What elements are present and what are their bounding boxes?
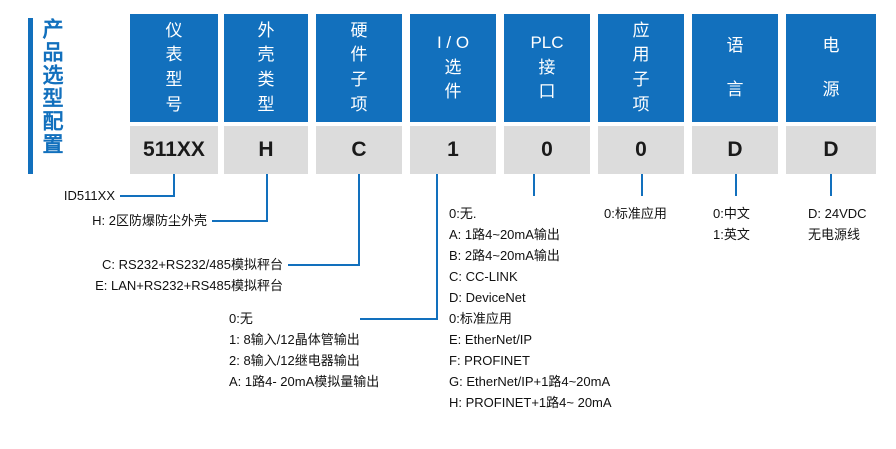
note-io-option: 0:无 1: 8输入/12晶体管输出 2: 8输入/12继电器输出 A: 1路4… bbox=[229, 308, 379, 392]
note-plc: 0:无. A: 1路4~20mA输出 B: 2路4~20mA输出 C: CC-L… bbox=[449, 203, 612, 413]
column-header-io-option: I / O 选 件 bbox=[410, 14, 496, 122]
leader-line-hardware-vertical bbox=[358, 174, 360, 266]
column-io-option: I / O 选 件 1 bbox=[410, 14, 496, 174]
title-accent-bar bbox=[28, 18, 33, 174]
note-line: 0:中文 bbox=[713, 206, 750, 221]
leader-line-model-vertical bbox=[173, 174, 175, 197]
header-char: 类 bbox=[257, 70, 275, 89]
note-line: H: PROFINET+1路4~ 20mA bbox=[449, 395, 612, 411]
note-hardware: C: RS232+RS232/485模拟秤台 E: LAN+RS232+RS48… bbox=[0, 254, 283, 296]
column-code-power: D bbox=[786, 126, 876, 174]
header-char: 件 bbox=[444, 82, 462, 102]
column-code-io-option: 1 bbox=[410, 126, 496, 174]
column-header-application: 应 用 子 项 bbox=[598, 14, 684, 122]
column-code-hardware: C bbox=[316, 126, 402, 174]
column-enclosure: 外 壳 类 型 H bbox=[224, 14, 308, 174]
column-code-language: D bbox=[692, 126, 778, 174]
header-char: 子 bbox=[350, 70, 368, 89]
header-char: 件 bbox=[350, 45, 368, 65]
note-line: F: PROFINET bbox=[449, 353, 530, 369]
column-code-application: 0 bbox=[598, 126, 684, 174]
column-header-hardware: 硬 件 子 项 bbox=[316, 14, 402, 122]
note-line: 2: 8输入/12继电器输出 bbox=[229, 353, 360, 369]
column-header-model: 仪 表 型 号 bbox=[130, 14, 218, 122]
header-char: 项 bbox=[350, 94, 368, 114]
leader-line-power-vertical bbox=[830, 174, 832, 196]
column-application: 应 用 子 项 0 bbox=[598, 14, 684, 174]
note-line: C: CC-LINK bbox=[449, 269, 518, 285]
header-char: 硬 bbox=[350, 20, 368, 40]
header-char: 用 bbox=[632, 45, 650, 65]
note-line: A: 1路4- 20mA模拟量输出 bbox=[229, 374, 380, 390]
column-plc: PLC 接 口 0 bbox=[504, 14, 590, 174]
header-char: 型 bbox=[257, 94, 275, 114]
note-line: 无电源线 bbox=[808, 227, 861, 243]
header-char: I / O bbox=[436, 33, 470, 53]
column-model: 仪 表 型 号 511XX bbox=[130, 14, 218, 174]
note-line: C: RS232+RS232/485模拟秤台 bbox=[101, 257, 283, 272]
leader-line-model-horizontal bbox=[120, 195, 175, 197]
header-char: 外 bbox=[257, 20, 275, 40]
note-line: A: 1路4~20mA输出 bbox=[449, 227, 560, 243]
header-char: 子 bbox=[632, 70, 650, 89]
header-char: 口 bbox=[538, 82, 556, 102]
column-header-plc: PLC 接 口 bbox=[504, 14, 590, 122]
leader-line-application-vertical bbox=[641, 174, 643, 196]
note-line: 1: 8输入/12晶体管输出 bbox=[229, 332, 360, 348]
column-code-plc: 0 bbox=[504, 126, 590, 174]
header-char: 电 bbox=[822, 35, 840, 55]
header-char: 接 bbox=[538, 57, 556, 77]
header-char: 项 bbox=[632, 94, 650, 114]
header-char: PLC bbox=[530, 33, 564, 53]
note-enclosure: H: 2区防爆防尘外壳 bbox=[0, 210, 207, 231]
note-line: 0:无 bbox=[229, 311, 253, 326]
note-line: D: 24VDC bbox=[808, 206, 867, 221]
note-line: B: 2路4~20mA输出 bbox=[449, 248, 560, 264]
note-line: 1:英文 bbox=[713, 227, 750, 243]
note-language: 0:中文 1:英文 bbox=[713, 203, 750, 245]
page-title: 产品选型配置 bbox=[28, 18, 63, 174]
column-power: 电 源 D bbox=[786, 14, 876, 174]
note-line: E: EtherNet/IP bbox=[449, 332, 533, 348]
column-header-language: 语 言 bbox=[692, 14, 778, 122]
note-line: H: 2区防爆防尘外壳 bbox=[92, 213, 207, 228]
note-line: 0:无. bbox=[449, 206, 477, 221]
header-char: 型 bbox=[165, 70, 183, 89]
title-label: 产品选型配置 bbox=[40, 18, 63, 156]
header-char: 言 bbox=[726, 80, 744, 99]
note-power: D: 24VDC 无电源线 bbox=[808, 203, 867, 245]
column-language: 语 言 D bbox=[692, 14, 778, 174]
leader-line-hardware-horizontal bbox=[288, 264, 360, 266]
header-char: 源 bbox=[822, 80, 840, 99]
header-char: 壳 bbox=[257, 45, 275, 65]
column-header-power: 电 源 bbox=[786, 14, 876, 122]
column-code-model: 511XX bbox=[130, 126, 218, 174]
header-char: 选 bbox=[444, 57, 462, 77]
column-code-enclosure: H bbox=[224, 126, 308, 174]
header-char: 语 bbox=[726, 35, 744, 55]
header-char: 应 bbox=[632, 20, 650, 40]
note-line: 0:标准应用 bbox=[604, 206, 667, 221]
leader-line-plc-vertical bbox=[533, 174, 535, 196]
note-line: D: DeviceNet bbox=[449, 290, 526, 306]
note-line: E: LAN+RS232+RS485模拟秤台 bbox=[95, 278, 283, 294]
header-char: 仪 bbox=[165, 20, 183, 40]
note-line: ID511XX bbox=[63, 188, 115, 203]
note-line: 0:标准应用 bbox=[449, 311, 512, 327]
header-char: 号 bbox=[165, 94, 183, 114]
note-line: G: EtherNet/IP+1路4~20mA bbox=[449, 374, 611, 390]
leader-line-io-vertical bbox=[436, 174, 438, 320]
column-hardware: 硬 件 子 项 C bbox=[316, 14, 402, 174]
leader-line-io-horizontal bbox=[360, 318, 438, 320]
leader-line-enclosure-horizontal bbox=[212, 220, 268, 222]
header-char: 表 bbox=[165, 45, 183, 65]
column-header-enclosure: 外 壳 类 型 bbox=[224, 14, 308, 122]
note-model: ID511XX bbox=[0, 185, 115, 206]
note-application: 0:标准应用 bbox=[604, 203, 667, 224]
leader-line-enclosure-vertical bbox=[266, 174, 268, 222]
leader-line-language-vertical bbox=[735, 174, 737, 196]
